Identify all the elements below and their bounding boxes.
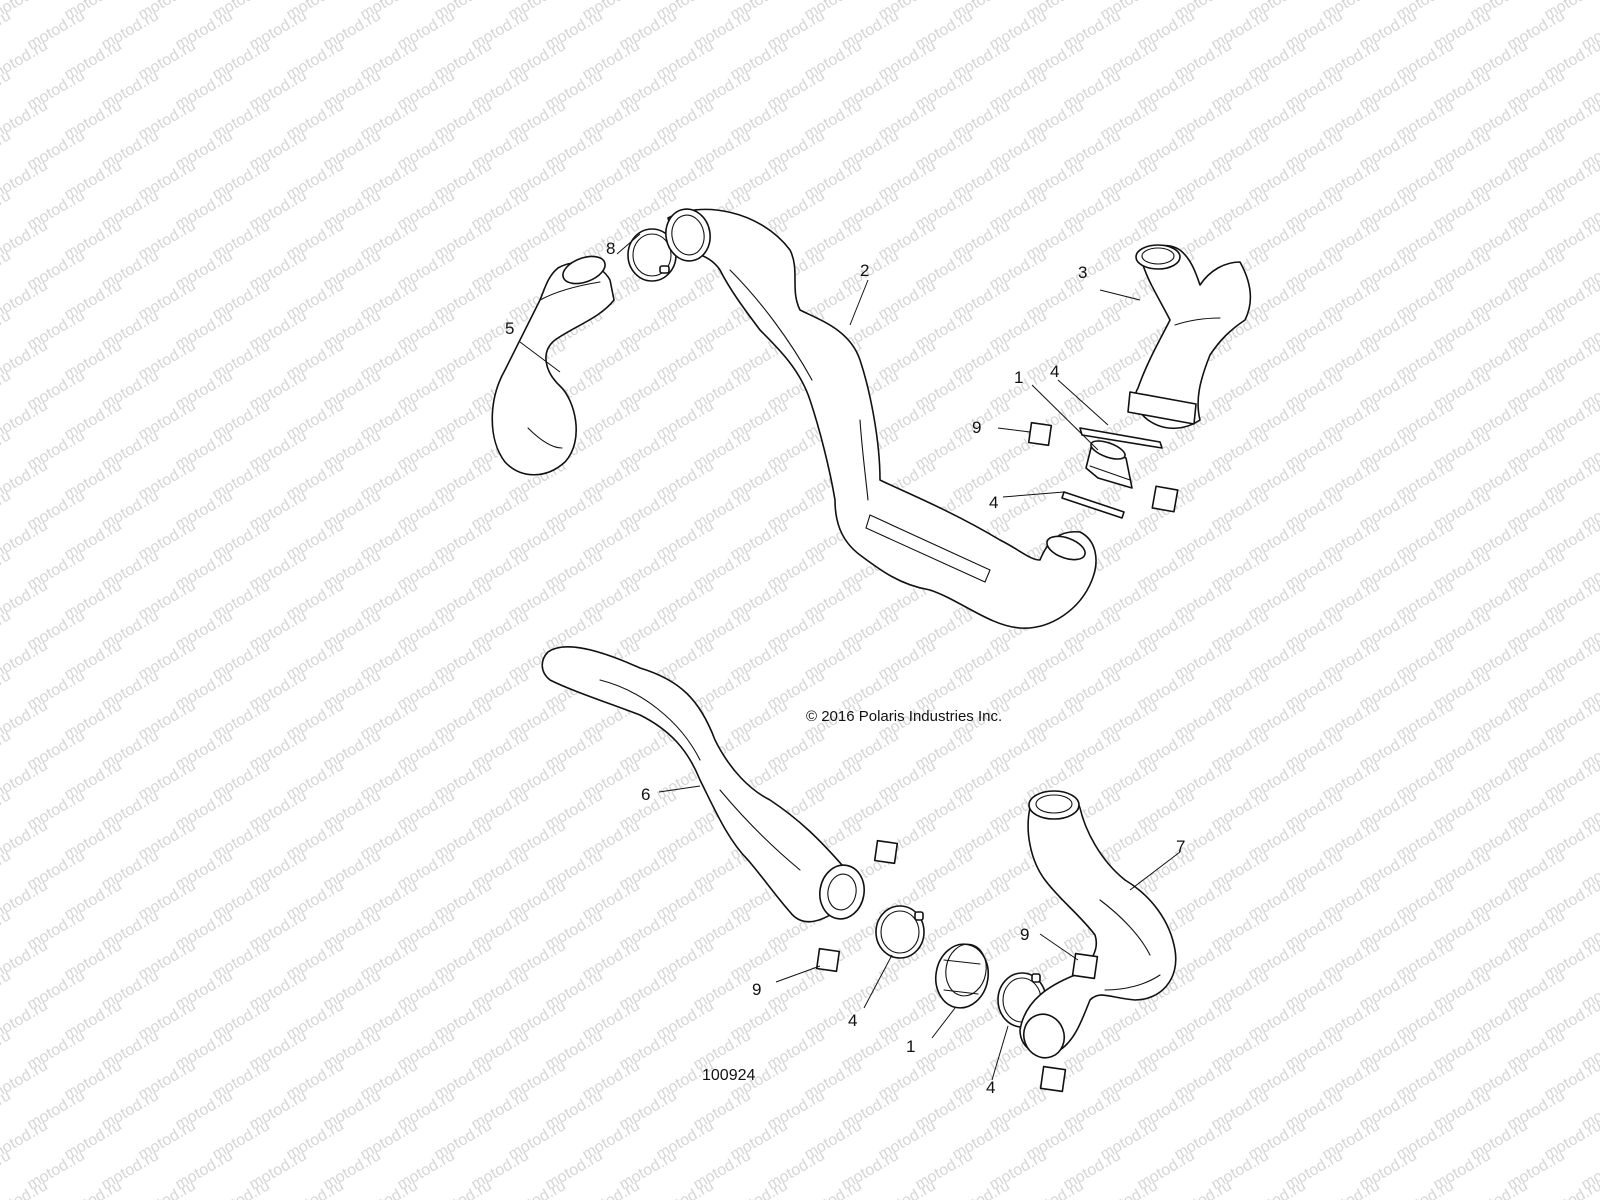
callout-3: 3: [1078, 263, 1087, 282]
watermark-text: motod.ru: [1098, 1177, 1161, 1200]
callout-8: 8: [606, 239, 615, 258]
watermark-text: motod.ru: [358, 1177, 421, 1200]
part-9-pad-bottom-a: [873, 839, 899, 865]
watermark-text: motod.ru: [1394, 1177, 1457, 1200]
callout-9-top: 9: [972, 418, 981, 437]
watermark-text: motod.ru: [1172, 1177, 1235, 1200]
part-9-pad-bottom-d: [1039, 1065, 1067, 1093]
callout-4-bottom-left: 4: [848, 1011, 857, 1030]
callout-7: 7: [1176, 837, 1185, 856]
callout-4-bottom-right: 4: [986, 1078, 995, 1097]
watermark-text: motod.ru: [654, 1177, 717, 1200]
watermark-text: motod.ru: [1024, 1177, 1087, 1200]
watermark-text: motod.ru: [950, 1177, 1013, 1200]
callout-4-top-b: 4: [989, 493, 998, 512]
part-9-pad-top-b: [1151, 485, 1179, 513]
watermark-text: motod.ru: [728, 1177, 791, 1200]
part-4-clamp-bottom-left: [875, 905, 925, 959]
watermark-text: motod.ru: [1542, 1177, 1600, 1200]
copyright-notice: © 2016 Polaris Industries Inc.: [806, 708, 1002, 725]
watermark-text: motod.ru: [284, 1177, 347, 1200]
watermark-text: motod.ru: [506, 1177, 569, 1200]
watermark-text: motod.ru: [802, 1177, 865, 1200]
part-9-pad-bottom-c: [1071, 952, 1099, 980]
watermark-text: motod.ru: [1246, 1177, 1309, 1200]
part-9-pad-top-a: [1027, 421, 1053, 447]
watermark-text: motod.ru: [62, 1177, 125, 1200]
callout-1-bottom: 1: [906, 1037, 915, 1056]
watermark-text: motod.ru: [1320, 1177, 1383, 1200]
callout-6: 6: [641, 785, 650, 804]
watermark-text: motod.ru: [136, 1177, 199, 1200]
part-9-pad-bottom-b: [815, 947, 841, 973]
watermark-text: motod.ru: [1468, 1177, 1531, 1200]
watermark-text: motod.ru: [580, 1177, 643, 1200]
watermark-text: motod.ru: [432, 1177, 495, 1200]
watermark-text: motod.ru: [210, 1177, 273, 1200]
watermark-text: motod.ru: [876, 1177, 939, 1200]
callout-1-top: 1: [1014, 368, 1023, 387]
callout-9-bottom-right: 9: [1020, 925, 1029, 944]
callout-4-top-a: 4: [1050, 362, 1059, 381]
callout-9-bottom-left: 9: [752, 980, 761, 999]
callout-2: 2: [860, 261, 869, 280]
diagram-number: 100924: [702, 1067, 755, 1084]
callout-5: 5: [505, 319, 514, 338]
